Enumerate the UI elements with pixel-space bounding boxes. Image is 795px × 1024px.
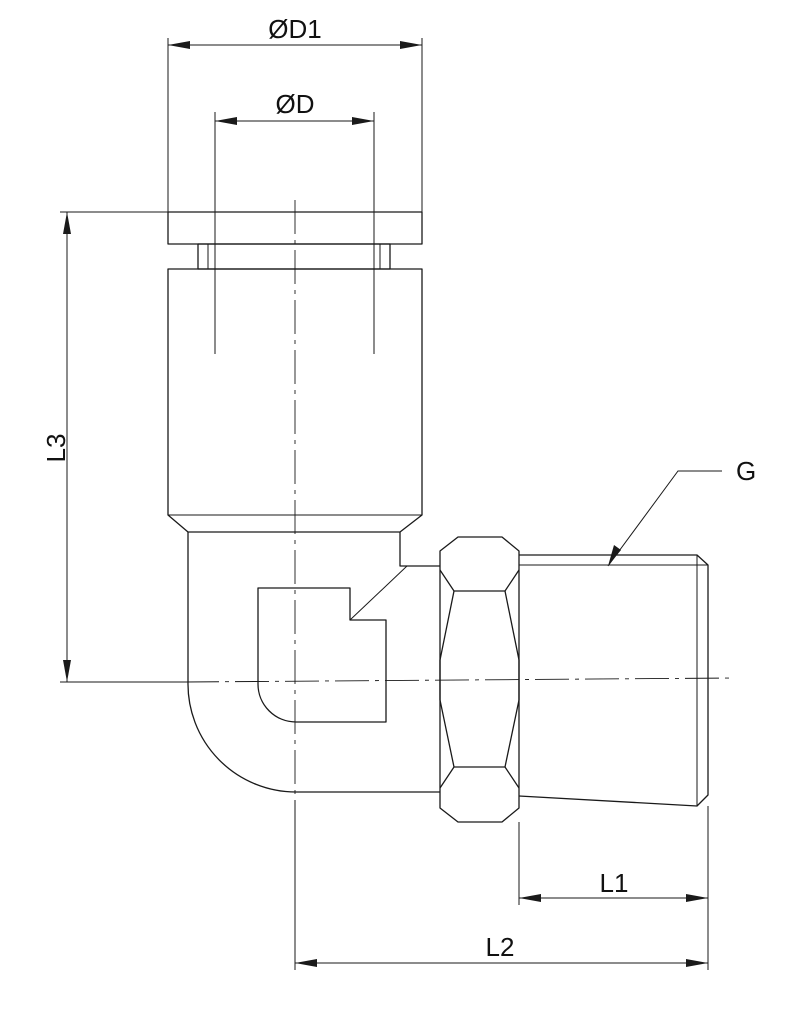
g-label: G xyxy=(736,456,756,486)
d-arrow-right xyxy=(352,117,374,125)
d-label: ØD xyxy=(276,89,315,119)
thread-outline xyxy=(518,554,709,807)
l2-arrow-right xyxy=(686,959,708,967)
l2-label: L2 xyxy=(486,932,515,962)
l2-arrow-left xyxy=(295,959,317,967)
hex-nut-top-flat xyxy=(439,569,520,592)
l3-label: L3 xyxy=(41,434,71,463)
horizontal-centerline xyxy=(184,677,736,683)
hex-nut-center-face xyxy=(439,590,520,768)
l3-arrow-bottom xyxy=(63,660,71,682)
d1-label: ØD1 xyxy=(268,14,321,44)
l1-label: L1 xyxy=(600,868,629,898)
l1-arrow-right xyxy=(686,894,708,902)
g-leader-line xyxy=(607,470,722,567)
elbow-inner-cavity xyxy=(257,587,387,723)
d-arrow-left xyxy=(215,117,237,125)
collet-neck xyxy=(197,243,391,270)
d1-arrow-left xyxy=(168,41,190,49)
hex-nut-outline xyxy=(439,536,520,823)
hex-nut-bottom-flat xyxy=(439,766,520,789)
elbow-neck xyxy=(399,532,440,567)
l1-arrow-left xyxy=(519,894,541,902)
elbow-inner-diagonal xyxy=(349,565,408,621)
g-leader-arrow xyxy=(608,545,621,566)
l3-arrow-top xyxy=(63,212,71,234)
elbow-outline xyxy=(187,532,440,793)
d1-arrow-right xyxy=(400,41,422,49)
